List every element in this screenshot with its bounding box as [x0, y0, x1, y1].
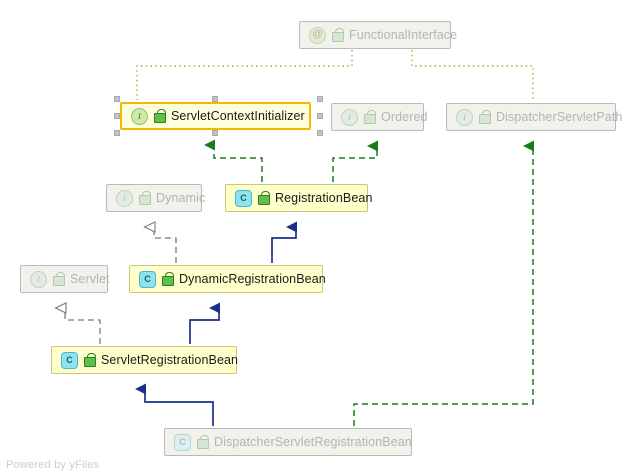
lock-icon: [196, 435, 209, 449]
node-servlet-registration-bean[interactable]: C ServletRegistrationBean: [51, 346, 239, 374]
node-dispatcher-servlet-registration-bean[interactable]: C DispatcherServletRegistrationBean: [164, 428, 412, 456]
interface-icon: I: [116, 189, 133, 207]
node-label: ServletContextInitializer: [171, 108, 305, 123]
interface-icon: I: [456, 108, 473, 126]
watermark: Powered by yFiles: [6, 459, 100, 471]
edge-registrationbean-servletcontextinitializer: [204, 139, 263, 182]
lock-icon: [138, 191, 151, 205]
interface-icon: I: [341, 108, 358, 126]
lock-icon: [161, 272, 174, 286]
node-dynamic-registration-bean[interactable]: C DynamicRegistrationBean: [129, 265, 326, 293]
annotation-icon: @: [309, 26, 326, 44]
selection-handle-top-right[interactable]: [317, 96, 323, 102]
interface-icon: I: [131, 107, 148, 125]
interface-icon: I: [30, 270, 47, 288]
selection-handle-bottom-right[interactable]: [317, 130, 323, 136]
lock-icon: [52, 272, 65, 286]
node-label: Ordered: [381, 109, 428, 124]
node-label: DynamicRegistrationBean: [179, 271, 326, 286]
edge-functionalinterface-dispatcherservletpath: [411, 50, 534, 101]
edge-servletregistrationbean-dynamicregistrationbean: [189, 302, 220, 344]
edge-functionalinterface-servletcontextinitializer: [136, 50, 353, 100]
selection-handle-bottom-center[interactable]: [212, 130, 218, 136]
selection-handle-top-center[interactable]: [212, 96, 218, 102]
node-label: Dynamic: [156, 190, 206, 205]
edge-dispatcherservletregistrationbean-servletregistrationbean: [135, 383, 214, 426]
node-registration-bean[interactable]: C RegistrationBean: [225, 184, 372, 212]
node-functional-interface[interactable]: @ FunctionalInterface: [299, 21, 457, 49]
lock-icon: [331, 28, 344, 42]
class-icon: C: [174, 433, 191, 451]
edge-registrationbean-ordered: [332, 140, 378, 182]
node-label: DispatcherServletPath: [496, 109, 623, 124]
node-servlet[interactable]: I Servlet: [20, 265, 110, 293]
class-icon: C: [235, 189, 252, 207]
edge-servletregistrationbean-servlet: [54, 302, 101, 344]
selection-handle-middle-right[interactable]: [317, 113, 323, 119]
node-dynamic[interactable]: I Dynamic: [106, 184, 206, 212]
node-label: FunctionalInterface: [349, 27, 458, 42]
lock-icon: [363, 110, 376, 124]
class-icon: C: [61, 351, 78, 369]
node-dispatcher-servlet-path[interactable]: I DispatcherServletPath: [446, 103, 622, 131]
lock-icon: [83, 353, 96, 367]
edge-dynamicregistrationbean-dynamic: [143, 221, 177, 263]
lock-icon: [478, 110, 491, 124]
class-icon: C: [139, 270, 156, 288]
selection-handle-top-left[interactable]: [114, 96, 120, 102]
node-servlet-context-initializer[interactable]: I ServletContextInitializer: [120, 102, 311, 130]
node-label: DispatcherServletRegistrationBean: [214, 434, 412, 449]
lock-icon: [257, 191, 270, 205]
edge-dispatcherservletregistrationbean-dispatcherservletpath: [353, 140, 534, 426]
lock-icon: [153, 109, 166, 123]
node-label: RegistrationBean: [275, 190, 373, 205]
node-label: Servlet: [70, 271, 110, 286]
selection-handle-middle-left[interactable]: [114, 113, 120, 119]
node-ordered[interactable]: I Ordered: [331, 103, 427, 131]
node-label: ServletRegistrationBean: [101, 352, 239, 367]
edge-dynamicregistrationbean-registrationbean: [271, 221, 297, 263]
selection-handle-bottom-left[interactable]: [114, 130, 120, 136]
